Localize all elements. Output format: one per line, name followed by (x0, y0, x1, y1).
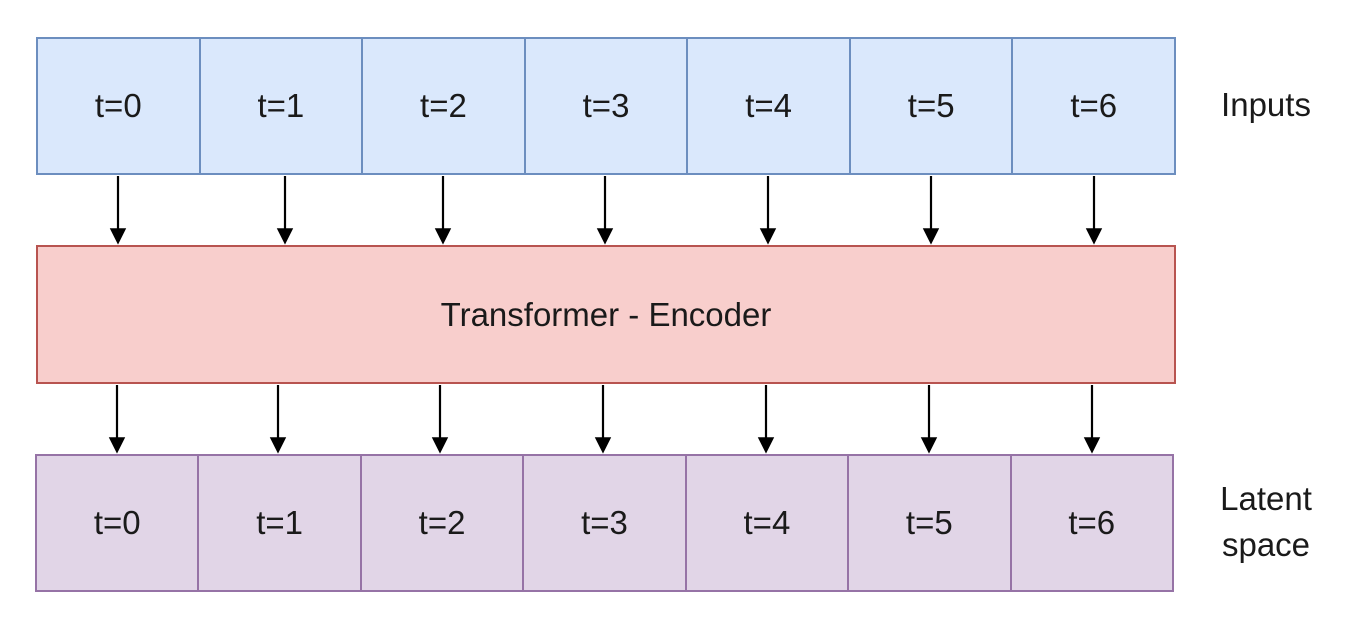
input-cell-t0: t=0 (36, 37, 201, 175)
latent-cell-t2: t=2 (359, 454, 525, 592)
inputs-label: Inputs (1221, 86, 1311, 123)
latent-cell-t5: t=5 (847, 454, 1012, 592)
arrow-input-to-encoder-5 (922, 176, 940, 245)
arrow-encoder-to-latent-5 (920, 385, 938, 454)
arrow-encoder-to-latent-3 (594, 385, 612, 454)
latent-label-line-1: Latent (1220, 480, 1312, 517)
latent-row: t=0 t=1 t=2 t=3 t=4 t=5 t=6 (35, 454, 1174, 592)
arrow-input-to-encoder-2 (434, 176, 452, 245)
arrow-input-to-encoder-6 (1085, 176, 1103, 245)
input-cell-t5: t=5 (848, 37, 1014, 175)
arrow-encoder-to-latent-1 (269, 385, 287, 454)
arrow-input-to-encoder-3 (596, 176, 614, 245)
input-cell-t2: t=2 (361, 37, 526, 175)
latent-cell-t4: t=4 (684, 454, 850, 592)
arrow-encoder-to-latent-4 (757, 385, 775, 454)
latent-label-line-2: space (1221, 526, 1311, 563)
input-cell-t4: t=4 (686, 37, 851, 175)
latent-cell-t3: t=3 (522, 454, 687, 592)
arrow-encoder-to-latent-6 (1083, 385, 1101, 454)
arrow-encoder-to-latent-2 (431, 385, 449, 454)
latent-cell-t0: t=0 (35, 454, 200, 592)
input-cell-t1: t=1 (198, 37, 364, 175)
transformer-encoder-block: Transformer - Encoder (36, 245, 1176, 384)
input-cell-t3: t=3 (523, 37, 689, 175)
latent-cell-t6: t=6 (1009, 454, 1174, 592)
latent-cell-t1: t=1 (197, 454, 362, 592)
input-cell-t6: t=6 (1011, 37, 1177, 175)
arrow-input-to-encoder-1 (276, 176, 294, 245)
arrow-input-to-encoder-4 (759, 176, 777, 245)
arrow-input-to-encoder-0 (109, 176, 127, 245)
inputs-row: t=0 t=1 t=2 t=3 t=4 t=5 t=6 (36, 37, 1177, 175)
arrow-encoder-to-latent-0 (108, 385, 126, 454)
latent-space-label: Latent space (1198, 476, 1334, 568)
